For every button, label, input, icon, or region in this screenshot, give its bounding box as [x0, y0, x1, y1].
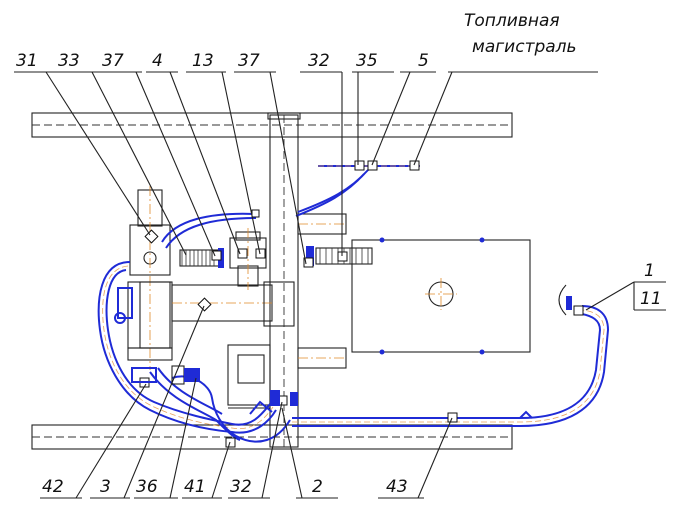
callout-4: 4 [152, 51, 163, 71]
lower-bracket-block [227, 344, 271, 409]
filter-housing [114, 186, 173, 370]
callout-37-left: 37 [102, 51, 124, 71]
callout-33: 33 [58, 51, 80, 71]
bracket-lower [297, 347, 347, 369]
callout-43: 43 [386, 477, 408, 497]
callout-42: 42 [42, 477, 64, 497]
leaders-top [14, 71, 598, 265]
callout-31: 31 [16, 51, 38, 71]
callout-5: 5 [418, 51, 429, 71]
callout-32-bottom: 32 [230, 477, 252, 497]
callout-32-top: 32 [308, 51, 330, 71]
bracket-upper [297, 213, 347, 235]
callout-right: 1 11 [585, 261, 666, 311]
cross-member [267, 112, 301, 448]
frame-rail-top [31, 112, 513, 138]
callout-1: 1 [644, 261, 655, 281]
callout-41: 41 [184, 477, 206, 497]
callout-37-right: 37 [238, 51, 260, 71]
spring-pipe-right [306, 246, 373, 266]
title-line-2: магистраль [472, 37, 577, 57]
callouts-top: 31 33 37 4 13 37 32 35 5 [16, 51, 429, 71]
callout-3: 3 [100, 477, 111, 497]
filler-neck [558, 284, 572, 316]
callout-36: 36 [136, 477, 158, 497]
fuel-line-title: Топливная магистраль [464, 11, 577, 57]
leaders-bottom [40, 305, 453, 499]
callout-35: 35 [356, 51, 378, 71]
callout-2: 2 [312, 477, 323, 497]
mounting-arm [171, 281, 295, 327]
callouts-bottom: 42 3 36 41 32 2 43 [42, 477, 408, 497]
title-line-1: Топливная [464, 11, 560, 31]
fuel-pipes [97, 165, 610, 443]
fuel-tank [351, 237, 531, 355]
clamp-markers [139, 160, 584, 448]
adapter-block [229, 228, 267, 290]
lower-fittings [131, 365, 298, 406]
callout-13: 13 [192, 51, 214, 71]
callout-11: 11 [640, 289, 662, 309]
